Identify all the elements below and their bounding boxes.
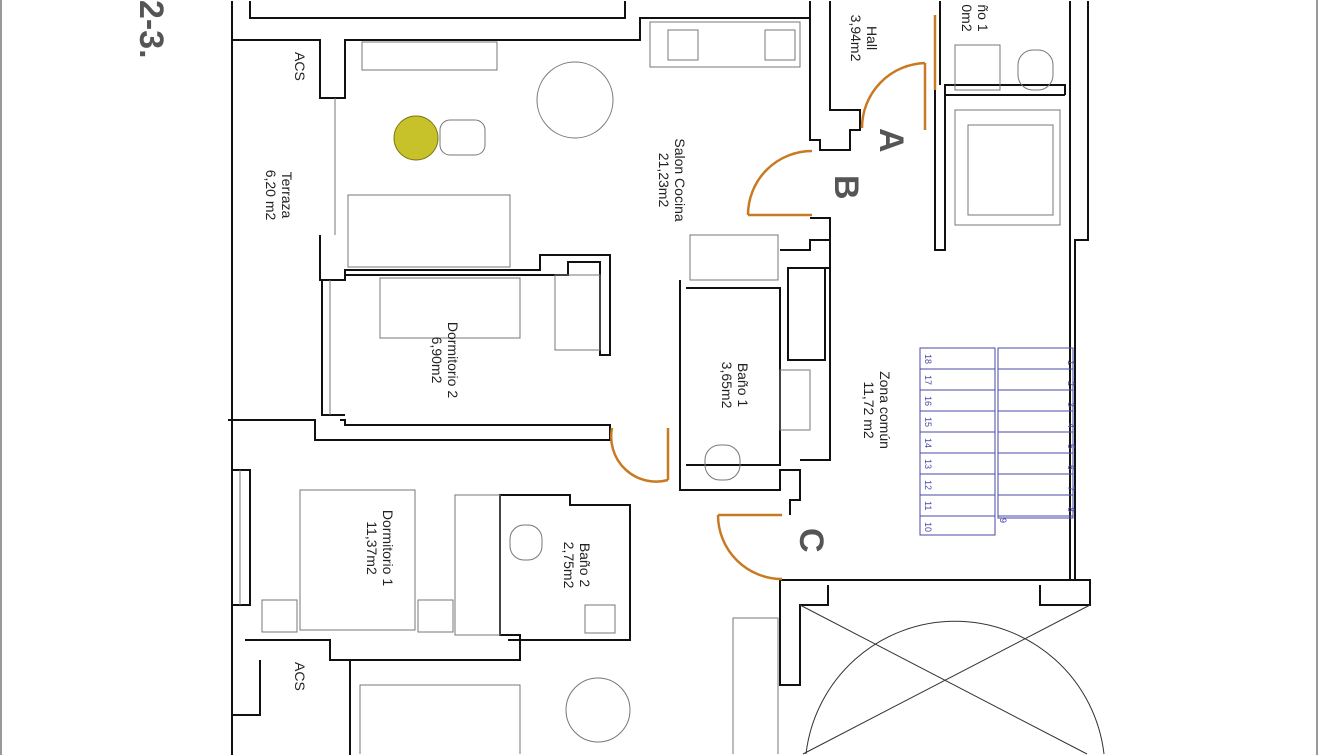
doors	[609, 15, 937, 581]
stair-step-number: 6	[1066, 465, 1076, 470]
elevator-circle	[799, 604, 1105, 755]
stair-step-number: 15	[923, 417, 933, 427]
door-label-b: B	[827, 175, 865, 200]
room-name: ño 1	[975, 4, 991, 31]
stair-step-number: 16	[923, 396, 933, 406]
stair-step-number: 4	[1066, 423, 1076, 428]
stair-step-number: 9	[998, 518, 1008, 523]
stair-step-number: 18	[923, 354, 933, 364]
room-area: 6,20 m2	[263, 170, 279, 221]
stair-step-number: 10	[923, 522, 933, 532]
walls	[228, 1, 1091, 755]
room-name: Dormitorio 2	[445, 322, 461, 398]
plan-label: 2-3.	[132, 0, 170, 59]
stair	[919, 347, 1074, 536]
thin-lines	[239, 21, 1061, 754]
stair-step-number: 8	[1066, 507, 1076, 512]
acs-label: ACS	[292, 662, 308, 691]
stair-step-number: 3	[1066, 402, 1076, 407]
door-label-a: A	[872, 128, 910, 153]
door-label-c: C	[792, 528, 830, 553]
room-name: Baño 2	[577, 543, 593, 588]
plant	[393, 115, 439, 161]
room-area: 11,72 m2	[861, 381, 877, 439]
room-area: 3,94m2	[848, 15, 864, 62]
room-name: Hall	[864, 26, 880, 50]
room-area: 2,75m2	[561, 542, 577, 589]
room-area: 6,90m2	[429, 337, 445, 384]
room-name: Dormitorio 1	[380, 510, 396, 586]
room-name: Terraza	[279, 172, 295, 219]
acs-label: ACS	[292, 52, 308, 81]
stair-step-number: 7	[1066, 486, 1076, 491]
stair-step-number: 1	[1066, 360, 1076, 365]
room-area: 11,37m2	[364, 521, 380, 575]
stair-step-number: 12	[923, 480, 933, 490]
stair-step-number: 14	[923, 438, 933, 448]
room-area: 0m2	[959, 4, 975, 31]
stair-step-number: 17	[923, 375, 933, 385]
room-name: Salon Cocina	[672, 138, 688, 221]
room-area: 3,65m2	[719, 362, 735, 409]
stair-step-number: 11	[923, 501, 933, 510]
room-area: 21,23m2	[656, 153, 672, 208]
room-name: Zona común	[877, 371, 893, 449]
stair-step-number: 2	[1066, 381, 1076, 386]
stair-step-number: 5	[1066, 444, 1076, 449]
room-name: Baño 1	[735, 363, 751, 408]
stair-step-number: 13	[923, 459, 933, 469]
